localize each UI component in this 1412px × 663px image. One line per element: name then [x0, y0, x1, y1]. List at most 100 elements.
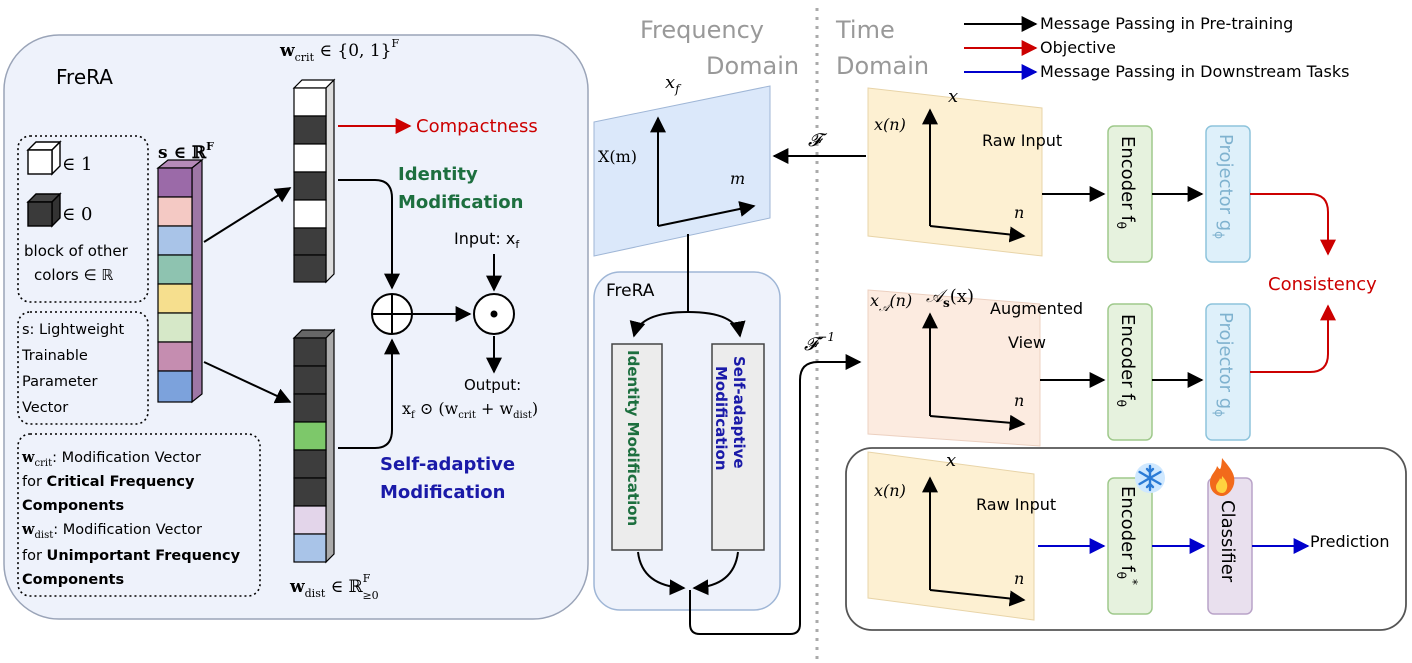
row2-x-axis: [929, 414, 1026, 431]
row3-caption: Raw Input: [976, 495, 1056, 514]
arrow-split-right: [687, 311, 746, 338]
freq-y-label: X(m): [598, 147, 637, 166]
identity-mod-1: Identity: [398, 164, 478, 185]
row2-plane-top: 𝒜s(x): [926, 286, 974, 310]
input-label: Input: xf: [454, 229, 520, 251]
identity-mod-vertical: Identity Modification: [624, 350, 642, 526]
legend-blue-text: Message Passing in Downstream Tasks: [1040, 62, 1349, 81]
frequency-plane: [593, 85, 771, 257]
row3-y-label: x(n): [874, 481, 906, 500]
identity-mod-2: Modification: [398, 192, 523, 213]
row1-plane-top: x: [948, 86, 958, 107]
output-formula: xf ⊙ (wcrit + wdist): [402, 399, 538, 421]
time-domain-2: Domain: [836, 52, 929, 80]
wcrit-label: wcrit ∈ {0, 1}F: [279, 37, 399, 64]
s-vector: [156, 158, 204, 404]
frera-title: FreRA: [56, 65, 113, 89]
row2-encoder-label: Encoder fθ: [1114, 314, 1138, 407]
row1-projector-label: Projector gϕ: [1212, 134, 1236, 239]
s-desc-1: s: Lightweight: [22, 322, 124, 338]
s-desc-box: [17, 311, 149, 425]
wdist-desc-2: for Unimportant Frequency: [22, 548, 241, 564]
frequency-plane-label: xf: [665, 72, 682, 96]
arrow-inverse-fourier: [689, 354, 862, 635]
fire-icon: [1210, 458, 1235, 496]
selfadaptive-mod-2: Modification: [380, 482, 505, 503]
s-desc-4: Vector: [22, 400, 68, 416]
arrow-wcrit-to-sum: [338, 179, 400, 290]
row2-caption-1: Augmented: [990, 299, 1083, 318]
wdist-desc-1: wdist: Modification Vector: [21, 521, 202, 541]
wcrit-desc-1: wcrit: Modification Vector: [21, 449, 201, 469]
output-label: Output:: [464, 376, 521, 394]
row1-y-label: x(n): [874, 115, 906, 134]
identity-mod-block: [611, 343, 663, 551]
mult-operator-icon: [473, 293, 515, 335]
wcrit-desc-3: Components: [22, 498, 124, 514]
legend-black-text: ∈ 0: [62, 204, 93, 225]
inverse-fourier-label: 𝓕−1: [804, 330, 835, 355]
frera-panel: [3, 34, 589, 620]
compactness-label: Compactness: [416, 116, 538, 137]
legend-red-text: Objective: [1040, 38, 1116, 57]
prediction-label: Prediction: [1310, 532, 1389, 551]
row2-plane: [867, 289, 1041, 447]
frera-small-title: FreRA: [606, 281, 655, 301]
fourier-label: 𝓕: [808, 130, 828, 151]
s-vector-label: s ∈ ℝF: [158, 140, 214, 163]
row2-y-label: x𝒜(n): [870, 291, 912, 314]
s-desc-3: Parameter: [22, 374, 97, 390]
row2-encoder: [1107, 303, 1153, 441]
legend-other-2: colors ∈ ℝ: [34, 266, 113, 284]
legend-black-text: Message Passing in Pre-training: [1040, 14, 1293, 33]
row1-x-label: n: [1014, 203, 1024, 222]
row3-classifier-label: Classifier: [1217, 500, 1238, 583]
freq-x-label: m: [730, 169, 745, 188]
arrow-wdist-to-sum: [338, 338, 400, 449]
arrow-split-left: [629, 311, 689, 338]
frequency-domain-2: Domain: [706, 52, 799, 80]
selfadaptive-mod-vertical-2: Modification: [712, 366, 730, 471]
row3-encoder-label: Encoder fθ*: [1114, 486, 1140, 585]
frequency-domain-1: Frequency: [640, 16, 764, 44]
selfadaptive-mod-1: Self-adaptive: [380, 454, 515, 475]
row2-arrow-consistency: [1250, 304, 1336, 373]
row1-encoder-label: Encoder fθ: [1114, 136, 1138, 229]
snowflake-icon: [1135, 463, 1165, 493]
row2-caption-2: View: [1008, 333, 1046, 352]
wdist-desc-3: Components: [22, 572, 124, 588]
w-desc-box: [17, 433, 261, 597]
legend-white-text: ∈ 1: [62, 154, 93, 175]
white-cube-icon: [26, 140, 62, 176]
row1-x-axis: [929, 225, 1026, 243]
arrow-s-to-wdist: [203, 361, 292, 404]
legend-other-1: block of other: [24, 242, 129, 260]
wcrit-desc-2: for Critical Frequency: [22, 474, 195, 490]
row1-arrow-consistency: [1250, 193, 1336, 256]
row1-plane: [867, 87, 1043, 257]
wdist-vector: [292, 328, 336, 564]
row3-plane-top: x: [946, 450, 956, 471]
arrow-merge-left: [637, 551, 686, 596]
time-domain-1: Time: [835, 16, 895, 44]
row2-x-label: n: [1014, 391, 1024, 410]
row3-x-axis: [929, 589, 1026, 607]
wdist-label: wdist ∈ ℝF≥0: [289, 572, 379, 602]
cube-legend-box: [17, 135, 149, 303]
arrow-s-to-wcrit: [203, 187, 292, 243]
arrow-merge-right: [692, 551, 739, 596]
row3-plane: [867, 451, 1035, 621]
row1-caption: Raw Input: [982, 131, 1062, 150]
sum-operator-icon: [371, 293, 413, 335]
s-desc-2: Trainable: [21, 348, 88, 364]
consistency-label: Consistency: [1268, 274, 1377, 295]
black-cube-icon: [26, 192, 62, 228]
selfadaptive-mod-block: [711, 343, 765, 551]
wcrit-vector: [292, 78, 336, 284]
row3-x-label: n: [1014, 569, 1024, 588]
selfadaptive-mod-vertical-1: Self-adaptive: [730, 356, 748, 469]
row2-projector-label: Projector gϕ: [1212, 312, 1236, 417]
freq-x-axis: [657, 201, 756, 227]
